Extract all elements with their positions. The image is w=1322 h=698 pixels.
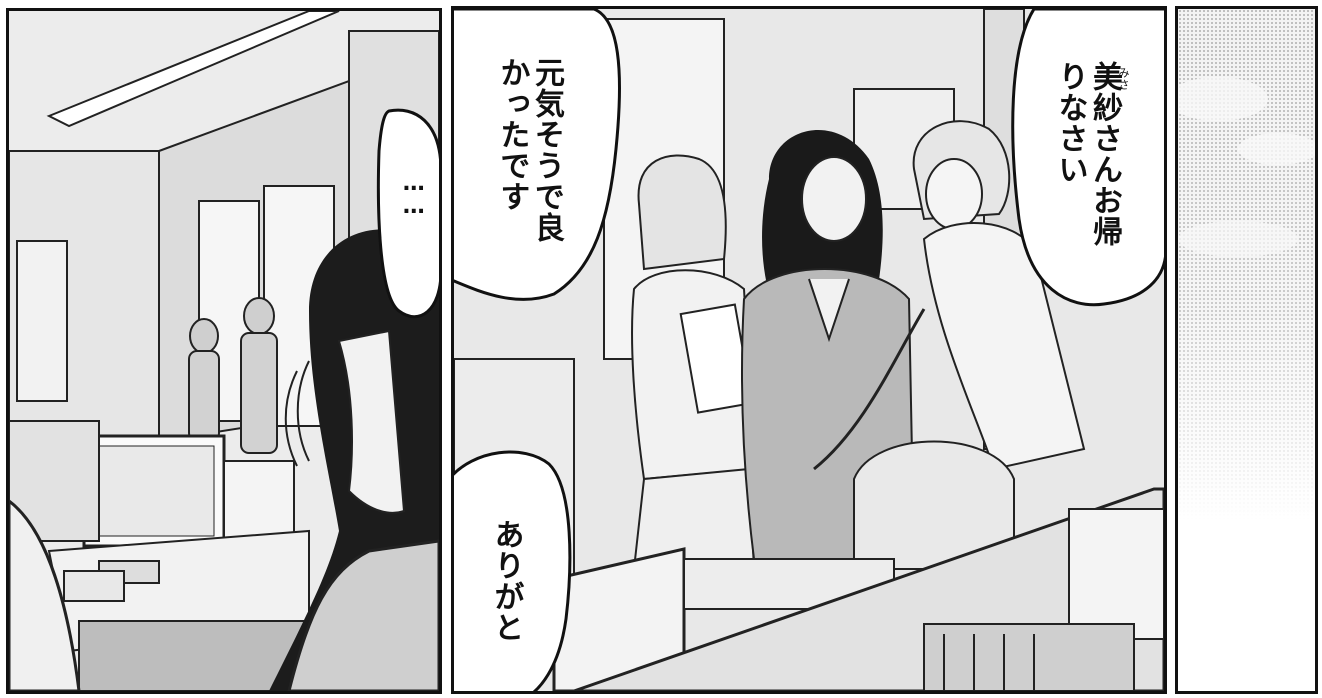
speech-bubble-shapes bbox=[454, 9, 1164, 691]
panel-left: …… bbox=[6, 8, 442, 694]
speech-bubble-arigato: ありがと bbox=[488, 519, 524, 643]
speech-bubble-okaeri: 美紗さんお帰りなさい bbox=[1052, 61, 1123, 247]
office-background-art bbox=[9, 11, 439, 691]
panel-right-sky bbox=[1175, 6, 1318, 694]
speech-bubble-ellipsis: …… bbox=[401, 171, 427, 217]
speech-bubble-genki: 元気そうで良かったです bbox=[494, 57, 565, 243]
speech-bubble-shape bbox=[376, 108, 439, 319]
furigana-misa: みさ bbox=[1117, 67, 1130, 91]
sky-screentone bbox=[1178, 9, 1315, 691]
panel-middle: 元気そうで良かったです 美紗さんお帰りなさい みさ ありがと bbox=[451, 6, 1167, 694]
